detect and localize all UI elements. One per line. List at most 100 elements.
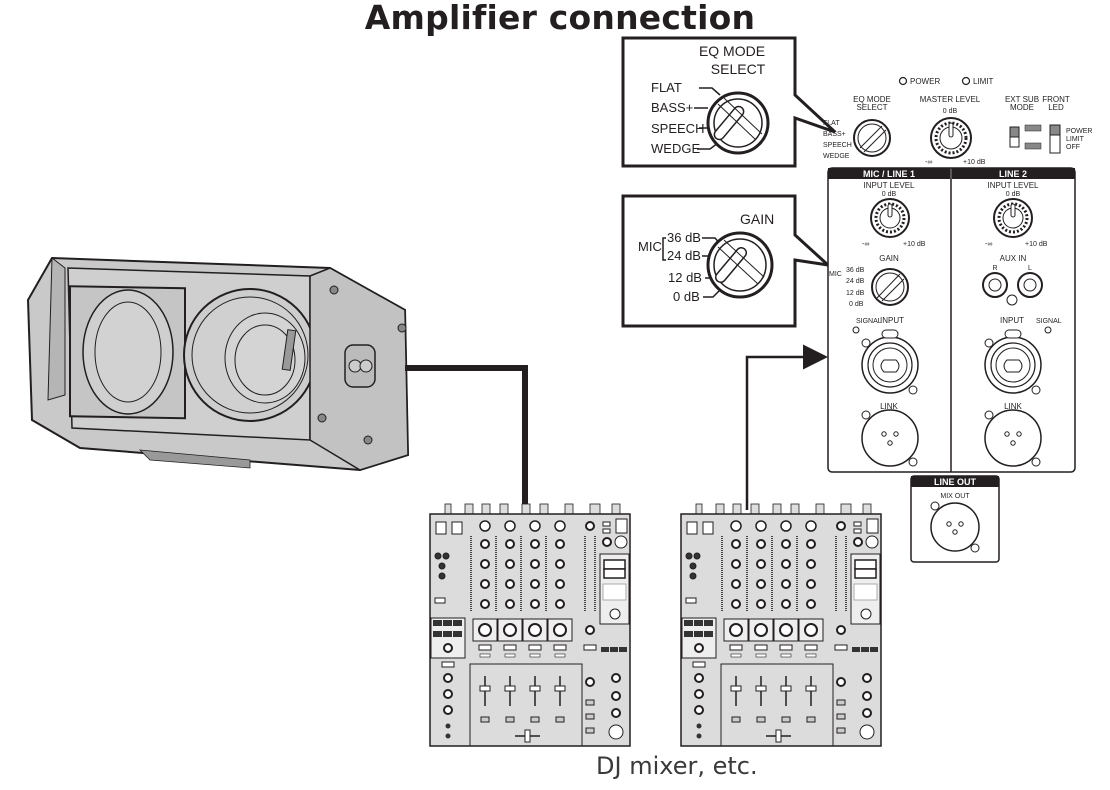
top-connector bbox=[715, 503, 725, 515]
eq-mode-callout: EQ MODE SELECT FLAT BASS+ SPEECH WEDGE bbox=[621, 36, 837, 168]
cue-button bbox=[528, 644, 542, 651]
indicator bbox=[780, 653, 792, 658]
crossfader bbox=[524, 729, 531, 743]
indicator bbox=[805, 653, 817, 658]
knob bbox=[694, 705, 704, 715]
eq-knob bbox=[806, 579, 816, 589]
svg-text:LINK: LINK bbox=[1004, 402, 1022, 411]
svg-text:BASS+: BASS+ bbox=[823, 131, 846, 138]
top-connector bbox=[539, 503, 549, 515]
button bbox=[686, 521, 698, 535]
top-connector bbox=[840, 503, 852, 515]
svg-text:MODE: MODE bbox=[1010, 103, 1034, 112]
top-connector bbox=[772, 503, 782, 515]
knob bbox=[693, 552, 701, 560]
eq-knob bbox=[505, 539, 515, 549]
svg-text:+10 dB: +10 dB bbox=[1025, 241, 1048, 248]
fx-button bbox=[433, 631, 442, 637]
knob bbox=[438, 562, 446, 570]
cue-button bbox=[754, 644, 768, 651]
svg-text:LED: LED bbox=[1048, 103, 1064, 112]
channel-panels: MIC / LINE 1 LINE 2 INPUT LEVEL 0 dB -∞ … bbox=[827, 167, 1076, 473]
button bbox=[585, 713, 595, 720]
display bbox=[603, 568, 626, 579]
limit-indicator-label: LIMIT bbox=[973, 77, 994, 86]
color-knob bbox=[779, 623, 793, 637]
svg-text:EQ MODE: EQ MODE bbox=[853, 95, 891, 104]
button bbox=[836, 713, 846, 720]
channel-fader bbox=[730, 685, 742, 692]
display bbox=[854, 559, 877, 570]
eq-knob bbox=[731, 539, 741, 549]
eq-knob bbox=[555, 599, 565, 609]
crossfader-assign bbox=[731, 716, 741, 723]
eq-knob bbox=[781, 559, 791, 569]
channel-fader bbox=[504, 685, 516, 692]
channel-fader bbox=[755, 685, 767, 692]
cue-button bbox=[553, 644, 567, 651]
trim-knob bbox=[730, 520, 742, 532]
button bbox=[702, 521, 714, 535]
color-knob bbox=[503, 623, 517, 637]
rear-panel-controls: POWER LIMIT EQ MODE SELECT FLAT BASS+ SP… bbox=[823, 76, 1092, 166]
svg-text:FLAT: FLAT bbox=[823, 120, 840, 127]
speaker bbox=[26, 256, 410, 472]
top-connector bbox=[499, 503, 509, 515]
button bbox=[583, 644, 597, 651]
button bbox=[451, 521, 463, 535]
indicator bbox=[504, 653, 516, 658]
indicator bbox=[730, 653, 742, 658]
gain-callout: GAIN MIC 36 dB 24 dB 12 dB 0 dB bbox=[621, 194, 833, 328]
button bbox=[619, 647, 627, 652]
color-knob bbox=[478, 623, 492, 637]
svg-text:-∞: -∞ bbox=[925, 159, 932, 166]
svg-text:0 dB: 0 dB bbox=[882, 191, 897, 198]
color-knob bbox=[553, 623, 567, 637]
svg-text:WEDGE: WEDGE bbox=[823, 153, 850, 160]
top-connector bbox=[521, 503, 531, 515]
fx-button bbox=[453, 631, 462, 637]
button bbox=[610, 647, 618, 652]
headphone-jack bbox=[614, 535, 628, 549]
trim-knob bbox=[755, 520, 767, 532]
top-connector bbox=[695, 503, 703, 515]
svg-text:SPEECH: SPEECH bbox=[823, 142, 852, 149]
jack bbox=[696, 723, 702, 729]
knob bbox=[611, 691, 621, 701]
knob bbox=[443, 673, 453, 683]
cue-button bbox=[779, 644, 793, 651]
eq-knob bbox=[505, 579, 515, 589]
button bbox=[836, 727, 846, 734]
top-connector bbox=[815, 503, 825, 515]
power-indicator-label: POWER bbox=[910, 77, 940, 86]
eq-knob bbox=[530, 599, 540, 609]
indicator bbox=[529, 653, 541, 658]
button bbox=[853, 528, 862, 534]
knob bbox=[434, 552, 442, 560]
fx-button bbox=[694, 631, 703, 637]
limit-led-icon bbox=[961, 76, 971, 86]
knob bbox=[438, 572, 446, 580]
crossfader-assign bbox=[530, 716, 540, 723]
knob bbox=[862, 708, 872, 718]
svg-text:-∞: -∞ bbox=[985, 241, 992, 248]
mix-out-jack bbox=[930, 502, 980, 552]
button bbox=[602, 521, 611, 527]
svg-text:0 dB: 0 dB bbox=[849, 301, 864, 308]
caption: DJ mixer, etc. bbox=[596, 752, 758, 780]
eq-knob bbox=[731, 579, 741, 589]
button bbox=[852, 647, 860, 652]
button bbox=[870, 647, 878, 652]
knob bbox=[585, 625, 595, 635]
svg-text:MASTER LEVEL: MASTER LEVEL bbox=[920, 95, 981, 104]
svg-text:MIC: MIC bbox=[829, 271, 842, 278]
speaker-cable bbox=[405, 365, 528, 510]
channel-fader bbox=[805, 685, 817, 692]
top-connector bbox=[750, 503, 760, 515]
knob bbox=[611, 673, 621, 683]
top-connector bbox=[481, 503, 491, 515]
top-connector bbox=[444, 503, 452, 515]
headphone-jack bbox=[865, 535, 879, 549]
fx-button bbox=[443, 620, 452, 626]
color-knob bbox=[754, 623, 768, 637]
